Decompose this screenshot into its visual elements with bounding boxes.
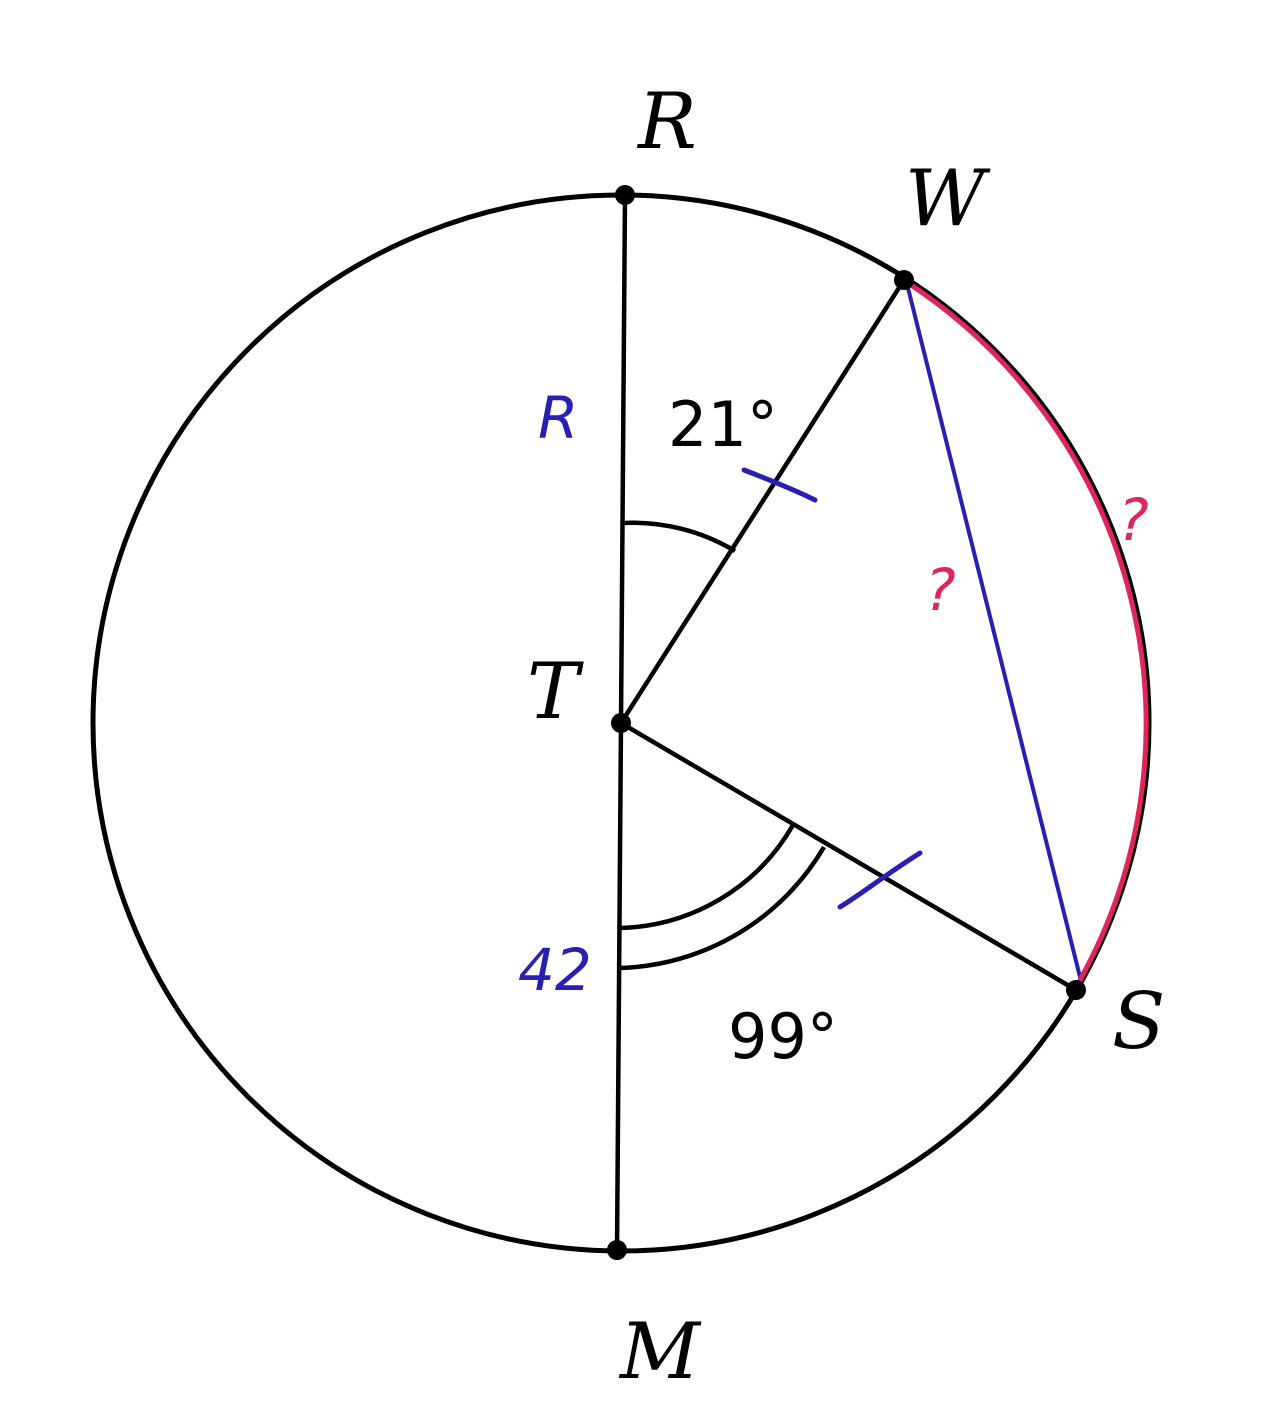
point-t	[611, 713, 631, 733]
angle-arc-mts-inner	[619, 823, 795, 931]
tick-mark-ts	[837, 850, 923, 910]
angle-label-mts: 99°	[728, 1000, 838, 1073]
angle-label-rtw: 21°	[668, 388, 778, 461]
label-s: S	[1112, 977, 1165, 1067]
chord-question-mark: ?	[925, 556, 956, 624]
arc-question-mark: ?	[1118, 486, 1149, 554]
radius-annotation-lower: 42	[518, 936, 592, 1004]
point-m	[607, 1240, 627, 1260]
angle-arc-mts-outer	[619, 845, 826, 971]
label-r: R	[636, 77, 697, 167]
chord-ws	[904, 279, 1084, 986]
radius-annotation-upper: R	[538, 384, 578, 452]
radius-ts	[619, 721, 1078, 992]
radius-tw	[619, 278, 906, 725]
tick-mark-tw	[741, 467, 818, 503]
point-w	[894, 270, 914, 290]
label-m: M	[618, 1307, 702, 1397]
angle-arc-rtw	[621, 520, 737, 553]
label-w: W	[905, 154, 991, 244]
point-s	[1066, 980, 1086, 1000]
arc-ws-highlight	[902, 278, 1149, 983]
point-r	[615, 185, 635, 205]
label-t: T	[527, 647, 584, 737]
